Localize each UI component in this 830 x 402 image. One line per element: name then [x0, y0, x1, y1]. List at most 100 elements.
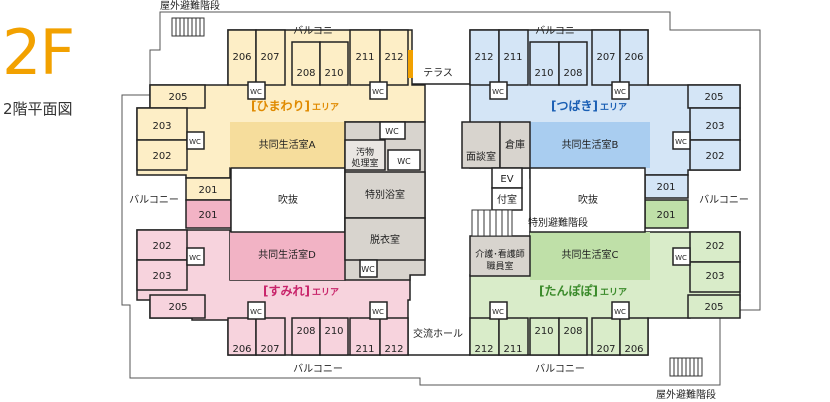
- staff-label-1: 介護･看護師: [475, 248, 525, 260]
- room-202-tsubaki-label: 202: [705, 151, 724, 162]
- room-203-sumire: [136, 259, 188, 291]
- dirty-room-label-2: 処理室: [351, 157, 378, 169]
- wc-tsubaki-a-label: WC: [492, 88, 504, 96]
- room-205-sumire-label: 205: [168, 302, 187, 313]
- room-211-himawari-label: 211: [355, 52, 374, 63]
- wc-tsubaki-a: [489, 81, 508, 100]
- room-205-tanpopo-label: 205: [704, 302, 723, 313]
- room-206-tsubaki-label: 206: [624, 52, 643, 63]
- room-207-sumire: [255, 317, 286, 356]
- tanpopo-title: [たんぽぽ]: [539, 283, 598, 298]
- sumire-title: [すみれ]: [263, 284, 310, 298]
- room-211-tsubaki: [498, 29, 529, 86]
- wc-himawari-c-label: WC: [372, 88, 384, 96]
- room-206-tanpopo: [619, 317, 649, 356]
- tsubaki-area: [469, 29, 741, 199]
- room-211-tsubaki-label: 211: [503, 52, 522, 63]
- living-a: [230, 122, 345, 168]
- atrium-right-label: 吹抜: [578, 193, 598, 206]
- wc-sumire-a: [186, 247, 205, 266]
- wc-himawari-c: [369, 81, 388, 100]
- living-d-label: 共同生活室D: [258, 248, 316, 261]
- balcony-label-4: バルコニー: [535, 363, 585, 375]
- orange-strip: [408, 50, 413, 78]
- stairs-bottom: [669, 357, 703, 377]
- wc-center-2-label: WC: [397, 157, 411, 166]
- room-201-tanpopo: [644, 199, 689, 229]
- wc-center-bottom: [359, 259, 378, 278]
- room-208-tanpopo-label: 208: [563, 326, 582, 337]
- room-207-tanpopo: [591, 317, 621, 356]
- wc-tanpopo-b: [489, 301, 508, 320]
- room-202-tanpopo-label: 202: [705, 241, 724, 252]
- wc-sumire-c: [369, 301, 388, 320]
- room-202-tsubaki: [689, 139, 741, 171]
- room-212-tanpopo-label: 212: [474, 344, 493, 355]
- wc-center-top-label: WC: [385, 127, 399, 136]
- room-201-sumire-label: 201: [198, 210, 217, 221]
- outer-wall: [121, 11, 761, 386]
- himawari-area: [136, 29, 426, 201]
- room-206-tanpopo-label: 206: [624, 344, 643, 355]
- consult-room: [461, 121, 501, 169]
- wc-tanpopo-c: [611, 301, 630, 320]
- stairs-top: [171, 17, 205, 37]
- staff-label-2: 職員室: [486, 260, 513, 272]
- emergency-stairs-bottom-label: 屋外避難階段: [656, 388, 716, 401]
- room-208-tsubaki-label: 208: [563, 68, 582, 79]
- room-211-tanpopo-label: 211: [503, 344, 522, 355]
- tsubaki-suffix: エリア: [600, 102, 627, 113]
- wc-sumire-b: [247, 301, 266, 320]
- bath-label: 特別浴室: [365, 188, 405, 201]
- room-202-himawari: [136, 139, 188, 171]
- wc-sumire-b-label: WC: [250, 308, 262, 316]
- tanpopo-area: [469, 199, 741, 356]
- room-211-sumire-label: 211: [355, 344, 374, 355]
- room-210-sumire: [319, 317, 349, 356]
- storage-label: 倉庫: [505, 138, 525, 151]
- room-207-tanpopo-label: 207: [596, 344, 615, 355]
- wc-himawari-a-label: WC: [189, 138, 201, 146]
- wc-himawari-b: [247, 81, 266, 100]
- sumire-area: [136, 199, 411, 356]
- living-d: [230, 232, 345, 280]
- room-202-sumire: [136, 229, 188, 261]
- room-202-himawari-label: 202: [152, 151, 171, 162]
- balcony-label-1: バルコニー: [293, 25, 343, 37]
- room-206-tsubaki: [619, 29, 649, 86]
- room-210-himawari-label: 210: [324, 68, 343, 79]
- room-212-sumire: [379, 317, 409, 356]
- room-203-tsubaki-label: 203: [705, 121, 724, 132]
- wc-center-2: [387, 149, 421, 171]
- exchange-hall-label: 交流ホール: [413, 327, 463, 340]
- room-201-himawari-label: 201: [198, 185, 217, 196]
- stairs-center: [471, 209, 513, 237]
- living-a-label: 共同生活室A: [259, 138, 316, 151]
- special-stairs-label: 特別避難階段: [528, 216, 588, 229]
- living-b: [530, 122, 650, 168]
- room-208-himawari: [291, 41, 321, 86]
- room-205-tsubaki-label: 205: [704, 92, 723, 103]
- wc-tsubaki-b-label: WC: [614, 88, 626, 96]
- room-211-tanpopo: [498, 317, 529, 356]
- room-206-sumire-label: 206: [232, 344, 251, 355]
- wc-tsubaki-b: [611, 81, 630, 100]
- room-208-tanpopo: [558, 317, 588, 356]
- room-207-tsubaki-label: 207: [596, 52, 615, 63]
- room-206-sumire: [227, 317, 257, 356]
- room-203-himawari: [136, 107, 188, 141]
- room-205-himawari-label: 205: [168, 92, 187, 103]
- wc-tanpopo-c-label: WC: [614, 308, 626, 316]
- room-210-tsubaki-label: 210: [534, 68, 553, 79]
- room-212-sumire-label: 212: [384, 344, 403, 355]
- room-212-tsubaki: [469, 29, 500, 86]
- dirty-room: [344, 139, 386, 171]
- ev-label: EV: [500, 174, 513, 185]
- atrium-left: [230, 167, 346, 233]
- room-205-sumire: [149, 294, 206, 319]
- room-210-sumire-label: 210: [324, 326, 343, 337]
- tsubaki-title: [つばき]: [551, 98, 598, 113]
- wc-himawari-a: [186, 131, 205, 150]
- living-c-label: 共同生活室C: [562, 248, 619, 261]
